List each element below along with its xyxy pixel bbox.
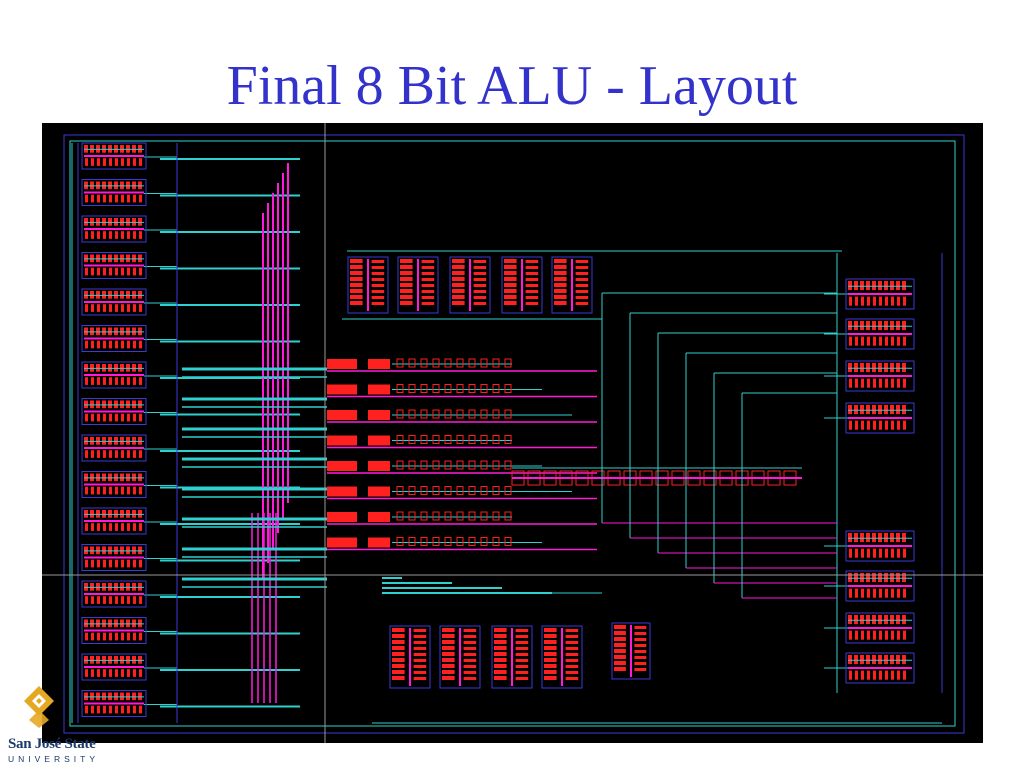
layout-cell: [449, 256, 491, 314]
layout-cell: [81, 179, 147, 206]
university-logo: San José State UNIVERSITY: [2, 684, 112, 766]
layout-cell: [81, 434, 147, 462]
layout-cell: [347, 256, 389, 314]
layout-cell: [845, 278, 915, 310]
layout-cell: [81, 288, 147, 316]
layout-cell: [81, 580, 147, 608]
layout-cell: [81, 325, 147, 352]
wiring: [63, 134, 965, 734]
layout-cell: [845, 612, 915, 644]
logo-mark-icon: [24, 686, 54, 728]
layout-cell: [81, 252, 147, 279]
layout-cell: [81, 142, 147, 170]
logo-subtitle: UNIVERSITY: [8, 754, 100, 764]
layout-cell: [81, 215, 147, 243]
slide-title: Final 8 Bit ALU - Layout: [226, 55, 798, 117]
layout-cell: [845, 652, 915, 684]
layout-cell: [81, 617, 147, 644]
layout-cell: [845, 402, 915, 434]
layout-cell: [81, 653, 147, 681]
layout-cell: [845, 318, 915, 350]
layout-cell: [81, 690, 147, 717]
layout-cell: [439, 625, 481, 689]
layout-cell: [81, 398, 147, 425]
layout-cell: [81, 544, 147, 571]
layout-cell: [81, 507, 147, 535]
layout-cell: [491, 625, 533, 689]
crosshair-lines: [42, 123, 983, 743]
standard-cells: [81, 142, 915, 717]
layout-cell: [551, 256, 593, 314]
logo-name: San José State: [8, 736, 96, 752]
layout-cell: [845, 530, 915, 562]
layout-cell: [611, 622, 651, 680]
layout-cell: [845, 360, 915, 392]
layout-cell: [389, 625, 431, 689]
layout-cell: [845, 570, 915, 602]
layout-cell: [81, 361, 147, 389]
layout-cell: [541, 625, 583, 689]
alu-layout-image: [42, 123, 983, 743]
layout-cell: [501, 256, 543, 314]
layout-cell: [81, 471, 147, 498]
layout-cell: [397, 256, 439, 314]
